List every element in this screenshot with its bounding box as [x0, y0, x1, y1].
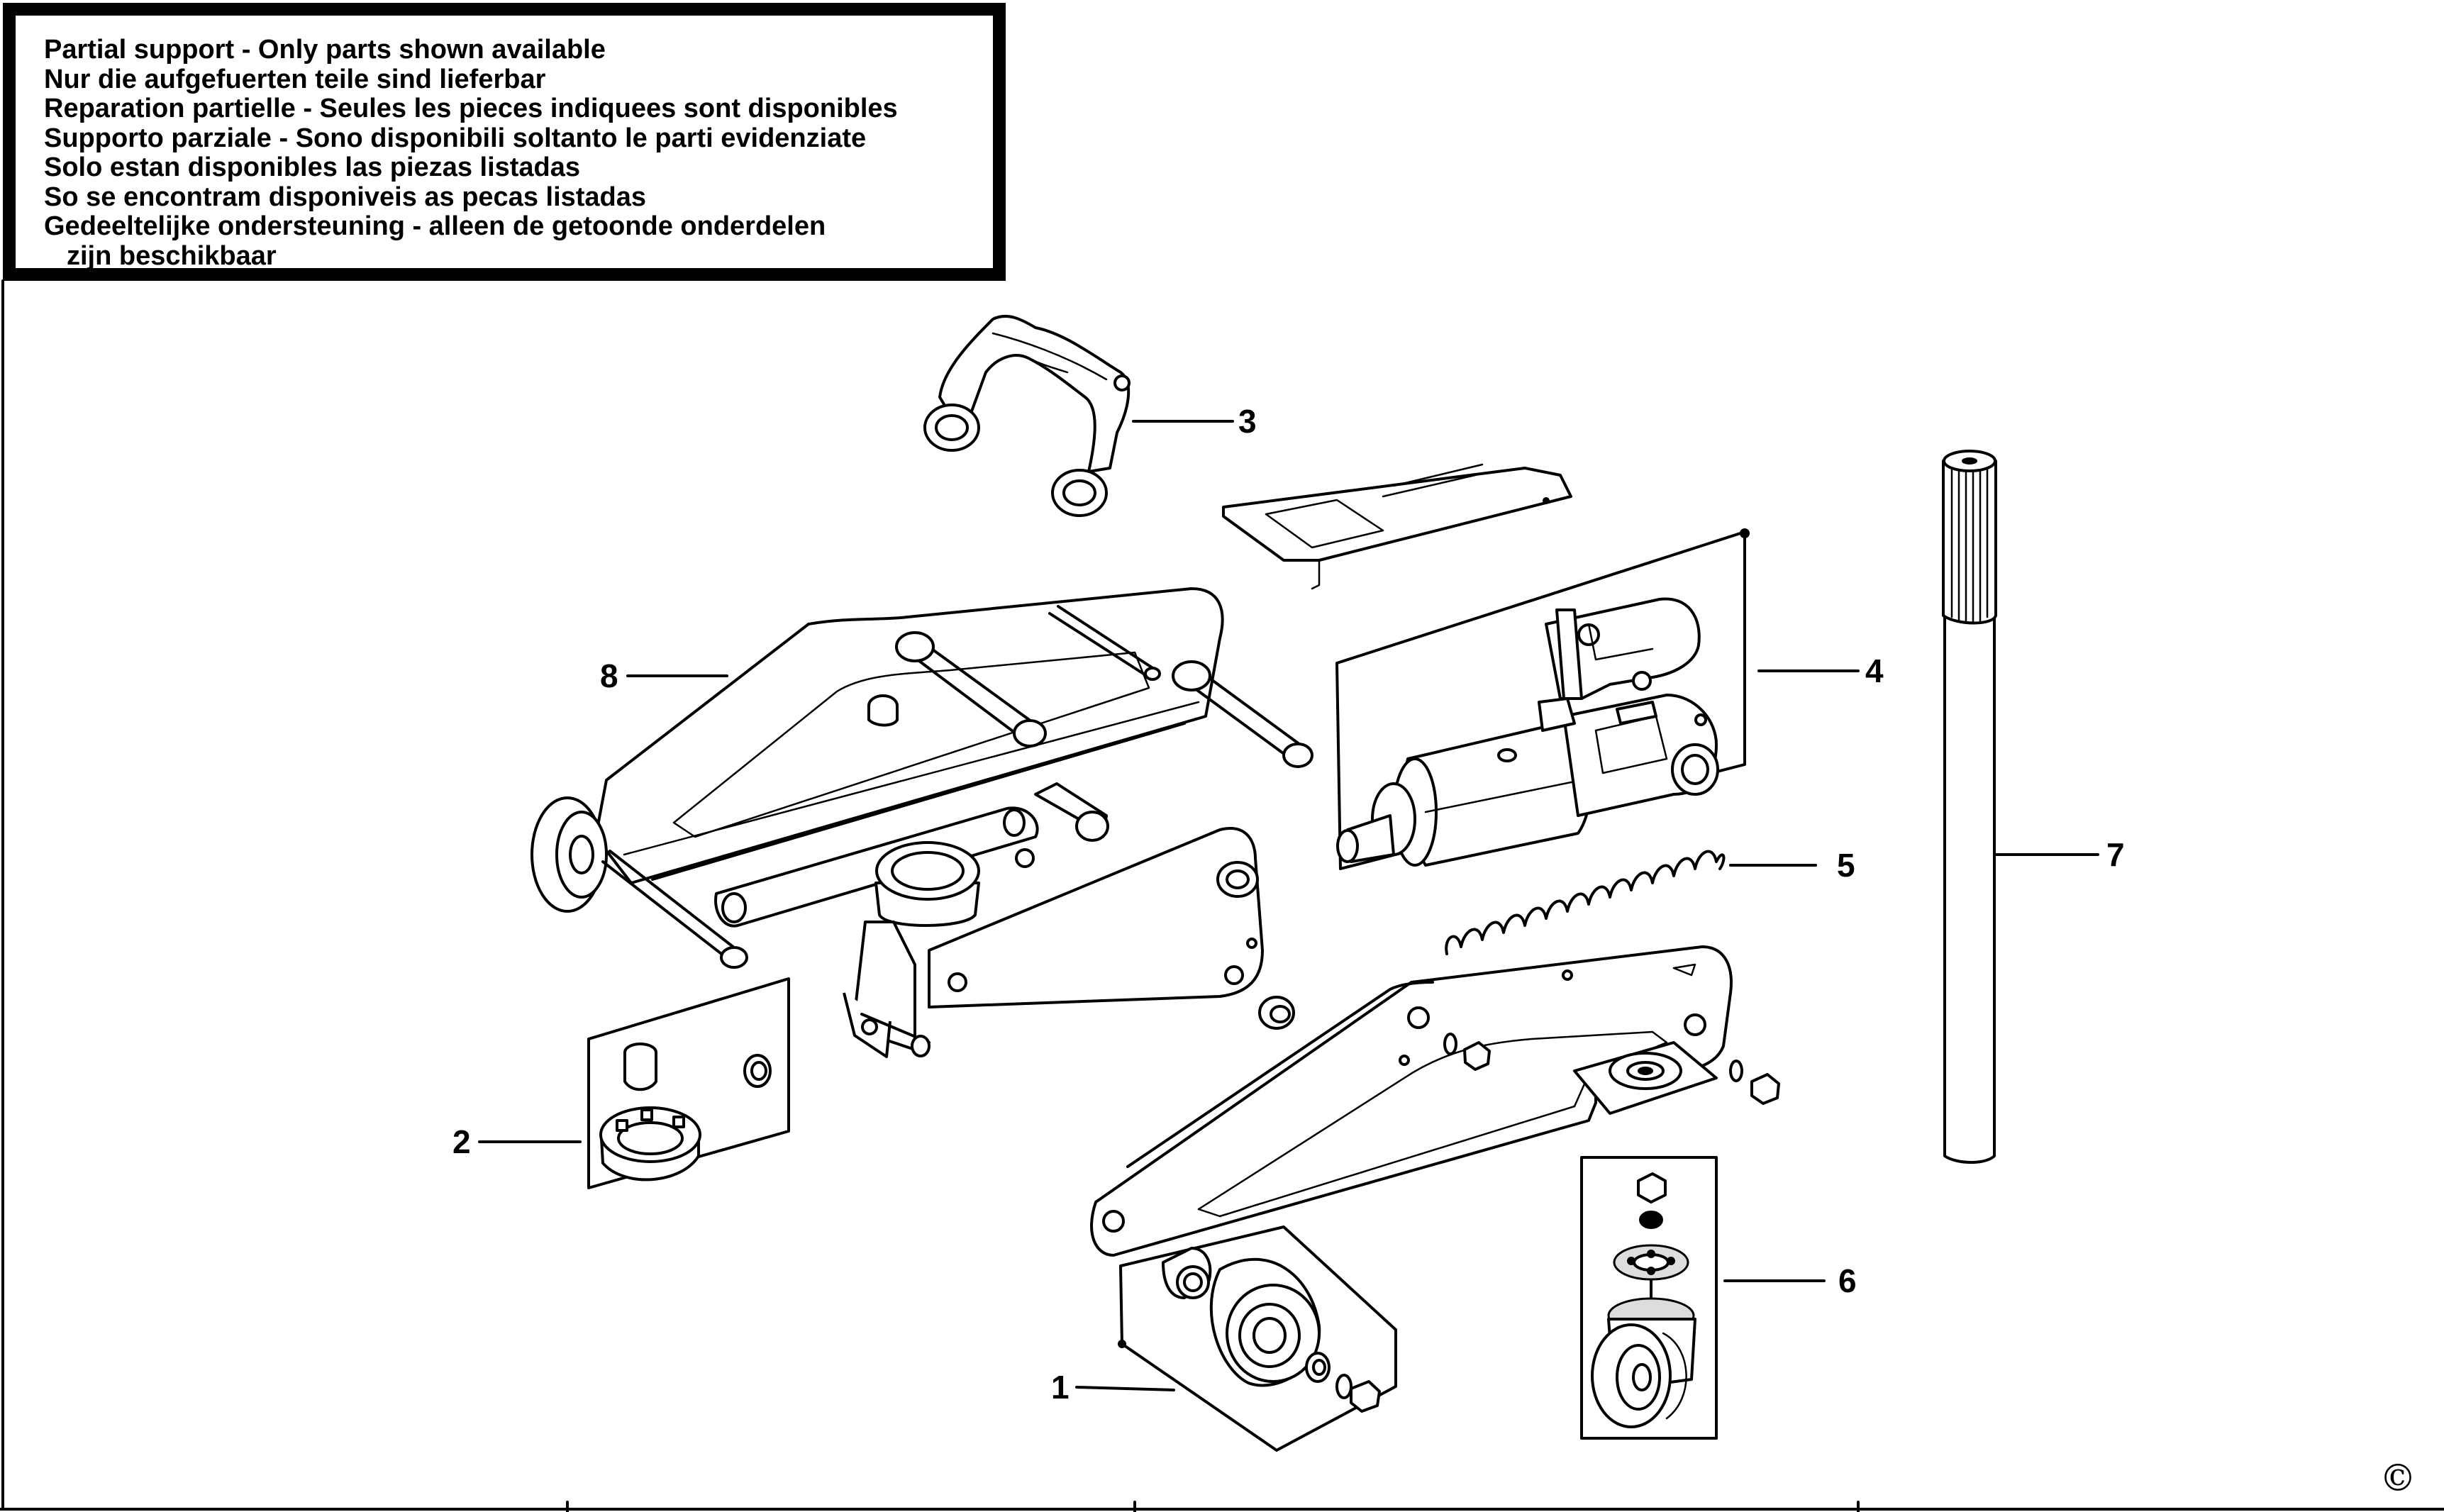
notice-lines: Partial support - Only parts shown avail…	[44, 35, 898, 271]
callout-1: 1	[1051, 1369, 1070, 1406]
notice-line-de: Nur die aufgefuerten teile sind lieferba…	[44, 64, 546, 94]
copyright-symbol: ©	[2379, 1457, 2416, 1500]
part-8-lift-arm	[531, 587, 1313, 1058]
callout-5: 5	[1837, 847, 1855, 884]
callout-7: 7	[2106, 836, 2125, 873]
callout-2: 2	[452, 1123, 471, 1160]
saddle-plate	[1222, 463, 1572, 590]
part-3-handle-yoke	[923, 315, 1131, 517]
leader-lines	[478, 420, 2099, 1391]
part-1-wheel-kit	[1118, 1225, 1397, 1452]
notice-line-nl: Gedeeltelijke ondersteuning - alleen de …	[44, 211, 826, 241]
partial-support-notice: Partial support - Only parts shown avail…	[3, 3, 1006, 281]
part-7-handle-tube	[1942, 450, 1997, 1164]
frame-bottom	[0, 279, 2444, 1512]
part-4-pump-unit	[1335, 528, 1750, 870]
notice-line-en: Partial support - Only parts shown avail…	[44, 35, 606, 65]
notice-line-it: Supporto parziale - Sono disponibili sol…	[44, 123, 867, 153]
callout-4: 4	[1865, 652, 1884, 689]
part-5-spring	[1445, 850, 1726, 955]
callout-8: 8	[600, 657, 618, 694]
part-2-cup-kit	[587, 977, 790, 1189]
callout-3: 3	[1238, 403, 1257, 440]
notice-line-fr: Reparation partielle - Seules les pieces…	[44, 94, 898, 123]
notice-line-es: Solo estan disponibles las piezas listad…	[44, 152, 581, 182]
lower-side-plate	[1090, 945, 1780, 1257]
callout-6: 6	[1838, 1262, 1857, 1299]
part-6-caster-kit	[1580, 1156, 1718, 1440]
notice-line-pt: So se encontram disponiveis as pecas lis…	[44, 182, 647, 212]
notice-line-nl-cont: zijn beschikbaar	[67, 240, 277, 271]
